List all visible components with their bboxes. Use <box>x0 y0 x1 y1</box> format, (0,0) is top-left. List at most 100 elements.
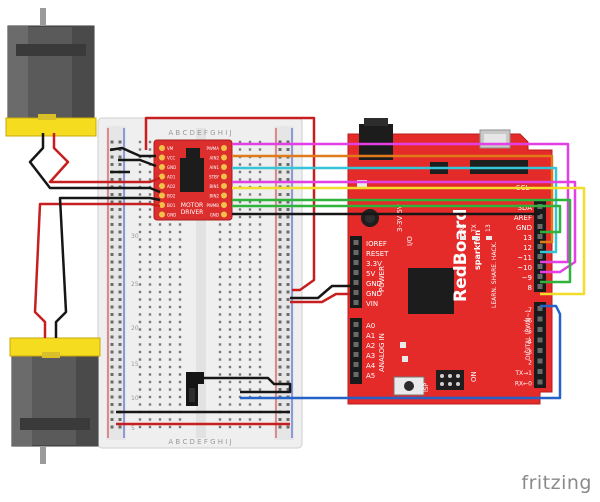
wire-5v-board <box>290 292 350 304</box>
pin-label: ~5 <box>523 328 532 335</box>
voltage-label: 3-3V 5V <box>396 204 404 232</box>
pin-label: VIN <box>366 300 378 308</box>
wire-driver-gnd <box>109 146 156 158</box>
pin-label: 3.3V <box>366 260 382 268</box>
pin-label: A5 <box>366 372 375 380</box>
isp-header <box>436 370 464 390</box>
fritzing-watermark: fritzing <box>521 472 592 494</box>
pin-label: 13 <box>523 234 532 242</box>
pin-label: SDA <box>518 204 533 212</box>
driver-label-line2: DRIVER <box>181 209 204 216</box>
motor-endcap <box>5 117 97 137</box>
pin-label: 5V <box>366 270 375 278</box>
wire-pwma <box>232 142 570 264</box>
row-number: 30 <box>131 233 139 240</box>
row-number: 20 <box>131 325 139 332</box>
pin-label: A4 <box>366 362 376 370</box>
driver-pin-label: AIN2 <box>210 156 220 161</box>
rx-label: RX <box>459 224 466 232</box>
pin-label: 2 <box>528 360 532 367</box>
driver-pin-label: BIN1 <box>210 184 220 189</box>
pin-label: AREF <box>514 214 532 222</box>
wire-stby <box>232 180 577 274</box>
driver-pin-label: GND <box>167 165 176 170</box>
motor-top <box>5 8 97 137</box>
pin-label: A0 <box>366 322 375 330</box>
isp-label: ISP <box>423 382 430 392</box>
on-label: ON <box>470 371 478 382</box>
wire-motor-b-black <box>54 196 161 338</box>
pin-label: GND <box>366 290 382 298</box>
pin-label: TX→1 <box>514 370 532 377</box>
pin-label: ~6 <box>523 318 532 325</box>
motor-shaft <box>40 446 46 464</box>
pin-label: ~10 <box>517 264 532 272</box>
wire-gnd-board <box>290 284 350 300</box>
pin-label: 8 <box>528 284 532 292</box>
driver-pin-label: BIN2 <box>210 194 220 199</box>
pin-label: 4 <box>528 339 532 346</box>
breadboard-top-letters: A B C D E F G H I J <box>168 129 231 137</box>
atmega-chip <box>408 268 454 314</box>
digital-header-bottom <box>534 302 546 388</box>
driver-pin-label: AO1 <box>167 175 176 180</box>
driver-pin-label: PWMA <box>206 146 219 151</box>
wire-switch-black <box>204 376 292 394</box>
wires <box>28 116 586 426</box>
row-number: 25 <box>131 281 139 288</box>
pin-label: 12 <box>523 244 532 252</box>
driver-pin-label: BO1 <box>167 203 176 208</box>
pin-label: IOREF <box>366 240 387 248</box>
wire-motor-b-red <box>33 202 161 338</box>
driver-pin-label: VM <box>167 146 174 151</box>
io-label: I/O <box>406 236 414 246</box>
driver-pin-label: STBY <box>209 175 220 180</box>
barrel-jack <box>359 124 393 160</box>
board-name-label: RedBoard <box>451 209 471 302</box>
pin-label: RX←0 <box>515 381 532 388</box>
pin13-led-label: 13 <box>485 224 492 232</box>
analog-header <box>350 318 362 384</box>
pin-label: A2 <box>366 342 375 350</box>
row-number: 5 <box>131 425 135 432</box>
wire-bin1 <box>232 186 586 296</box>
pin-label: GND <box>516 224 532 232</box>
wire-switch-blue <box>240 304 562 400</box>
driver-pin-label: AO2 <box>167 184 176 189</box>
slide-switch <box>186 372 204 406</box>
driver-label-line1: MOTOR <box>181 202 203 209</box>
wire-motor-a-red <box>48 133 161 184</box>
slogan-label: LEARN. SHARE. HACK. <box>491 241 498 308</box>
brand-label: sparkfun <box>473 230 482 270</box>
center-channel <box>196 128 206 438</box>
driver-pin-label: VCC <box>167 156 176 161</box>
pin-label: RESET <box>366 250 389 258</box>
pin-label: 7 <box>528 307 532 314</box>
breadboard-bottom-letters: A B C D E F G H I J <box>168 438 231 446</box>
row-number: 10 <box>131 395 139 402</box>
pin-label: A3 <box>366 352 375 360</box>
driver-chip <box>180 158 204 192</box>
pin-label: A1 <box>366 332 375 340</box>
motor-bottom <box>9 337 101 464</box>
power-label: POWER <box>378 266 386 292</box>
driver-pin-label: BO2 <box>167 194 176 199</box>
pin-label: ~11 <box>517 254 532 262</box>
motor-shaft <box>40 8 46 26</box>
wire-motor-a-black <box>28 133 161 194</box>
tx-label: TX <box>471 224 478 233</box>
wire-bin2 <box>232 198 572 284</box>
pin-label: GND <box>366 280 382 288</box>
driver-pin-label: AIN1 <box>210 165 220 170</box>
digital-label: DIGITAL (PWM~) <box>525 310 532 360</box>
analog-in-label: ANALOG IN <box>378 333 386 372</box>
row-number: 15 <box>131 361 139 368</box>
pin-label: ~3 <box>523 349 532 356</box>
wire-ain1 <box>232 166 558 254</box>
driver-pin-label: GND <box>167 213 176 218</box>
driver-pin-label: PWMB <box>206 203 219 208</box>
